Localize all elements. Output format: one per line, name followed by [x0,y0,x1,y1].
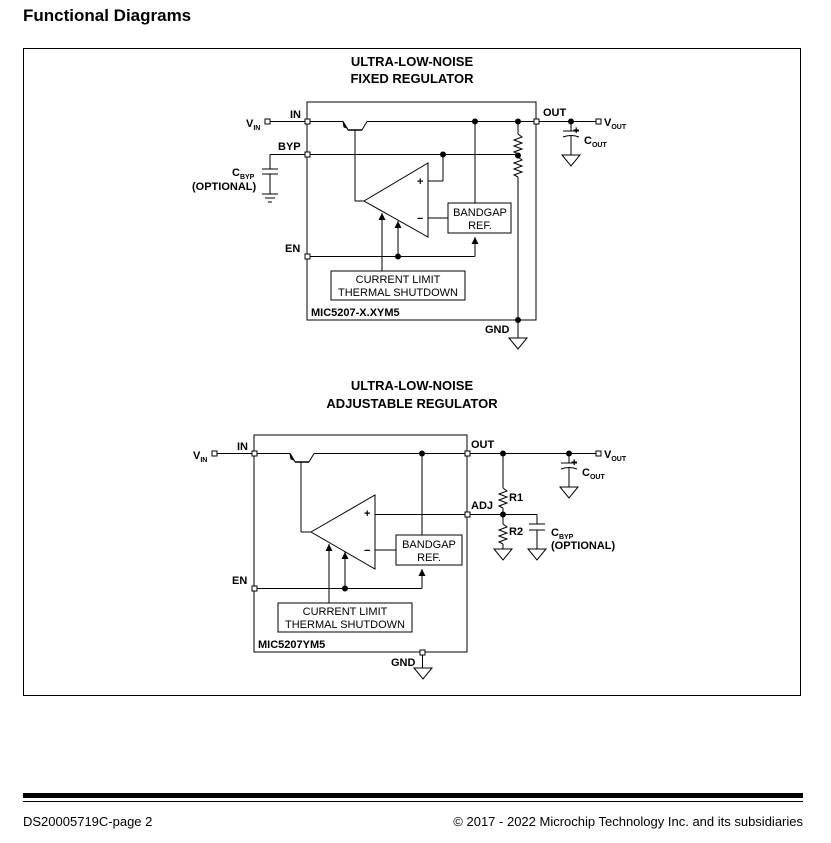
footer-rule-thin [23,801,803,802]
adj-bandgap-line1: BANDGAP [402,539,456,551]
fixed-byp-pin [304,151,311,158]
fixed-cout-plus: + [573,125,579,137]
adj-cout-ground [558,486,580,499]
footer-doc-number: DS20005719C-page 2 [23,814,153,829]
fixed-regulator-diagram: ULTRA-LOW-NOISE FIXED REGULATOR VIN IN O… [192,54,627,350]
fixed-bandgap-box [447,202,512,234]
adj-opamp-plus: + [364,508,370,520]
adj-r2-label: R2 [509,526,523,538]
adj-vin-terminal [211,450,218,457]
fixed-vout-terminal [595,118,602,125]
fixed-en-label: EN [285,243,300,255]
adj-r1-label: R1 [509,492,523,504]
fixed-resistor-bottom [512,156,524,178]
adj-gnd-pin [419,649,426,656]
adj-r2-ground [492,548,514,561]
adj-climit-line2: THERMAL SHUTDOWN [285,619,405,631]
fixed-gnd-symbol [507,337,529,350]
fixed-in-pin [304,118,311,125]
adj-climit-line1: CURRENT LIMIT [303,606,388,618]
adj-en-label: EN [232,575,247,587]
adj-cout-label: COUT [582,467,605,481]
fixed-vin-label: VIN [246,118,260,132]
section-title: Functional Diagrams [23,6,192,25]
adj-vout-terminal [595,450,602,457]
adj-gnd-symbol [412,667,434,680]
fixed-opamp-plus: + [417,176,423,188]
adj-bandgap-box [395,534,463,566]
fixed-error-amplifier [363,162,429,238]
adj-vin-label: VIN [193,450,207,464]
fixed-cout-ground [560,154,582,167]
fixed-byp-label: BYP [278,141,301,153]
adj-title-line2: ADJUSTABLE REGULATOR [326,396,498,411]
adj-vout-label: VOUT [604,449,627,463]
footer-copyright: © 2017 - 2022 Microchip Technology Inc. … [453,814,803,829]
adj-bandgap-line2: REF. [417,552,441,564]
adj-r1 [497,487,509,509]
fixed-gnd-label: GND [485,324,510,336]
fixed-bandgap-line2: REF. [468,220,492,232]
fixed-in-label: IN [290,109,301,121]
fixed-optional-label: (OPTIONAL) [192,181,256,193]
adj-cout-plus: + [571,457,577,469]
fixed-vout-label: VOUT [604,117,627,131]
adj-adj-pin [464,511,471,518]
adj-in-label: IN [237,441,248,453]
fixed-title-line2: FIXED REGULATOR [350,71,474,86]
fixed-out-pin [533,118,540,125]
footer-rule-thick [23,793,803,798]
fixed-en-pin [304,253,311,260]
adj-en-pin [251,585,258,592]
adj-part-label: MIC5207YM5 [258,639,325,651]
adj-ic-outline [253,434,468,653]
adj-adj-label: ADJ [471,500,493,512]
fixed-part-label: MIC5207-X.XYM5 [311,307,400,319]
fixed-bandgap-line1: BANDGAP [453,207,507,219]
adj-optional-label: (OPTIONAL) [551,540,615,552]
adj-out-label: OUT [471,439,495,451]
adj-out-pin [464,450,471,457]
adj-cbyp-label: CBYP [551,527,574,541]
adjustable-regulator-diagram: ULTRA-LOW-NOISE ADJUSTABLE REGULATOR VIN… [193,378,627,680]
fixed-climit-line2: THERMAL SHUTDOWN [338,287,458,299]
adj-current-limit-box [277,602,413,633]
fixed-cout-label: COUT [584,135,607,149]
diagram-frame [23,48,801,696]
fixed-cbyp-label: CBYP [232,167,255,181]
fixed-vin-terminal [264,118,271,125]
fixed-opamp-minus: − [417,213,423,225]
fixed-title-line1: ULTRA-LOW-NOISE [351,54,474,69]
fixed-current-limit-box [330,270,466,301]
fixed-resistor-top [512,133,524,155]
adj-r2 [497,523,509,545]
adj-opamp-minus: − [364,545,370,557]
adj-gnd-label: GND [391,657,416,669]
adj-in-pin [251,450,258,457]
fixed-ic-outline [306,101,537,321]
fixed-out-label: OUT [543,107,567,119]
adj-cbyp-ground [526,548,548,561]
adj-error-amplifier [310,494,376,570]
fixed-climit-line1: CURRENT LIMIT [356,274,441,286]
adj-title-line1: ULTRA-LOW-NOISE [351,378,474,393]
